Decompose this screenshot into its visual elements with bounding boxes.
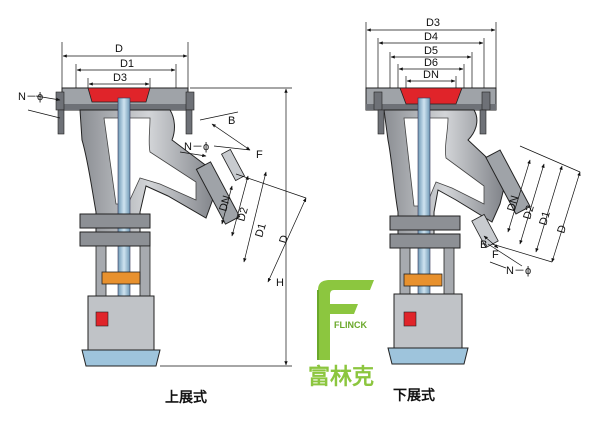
right-label-d4: D4	[424, 31, 438, 43]
left-label-n-phi: N－ϕ	[18, 91, 43, 103]
left-label-d: D	[115, 43, 123, 55]
right-orange-nut	[403, 273, 443, 287]
right-bonnet	[389, 215, 461, 231]
left-label-d1: D1	[120, 58, 134, 70]
left-seat	[87, 87, 151, 103]
left-label-h: H	[276, 277, 284, 289]
right-caption: 下展式	[393, 387, 435, 404]
right-label-d3: D3	[426, 17, 440, 29]
left-label-d1-diag: D1	[253, 222, 268, 239]
left-label-dn: DN	[217, 194, 233, 213]
right-label-n-phi: N－ϕ	[506, 265, 531, 277]
left-orange-nut	[101, 271, 141, 285]
right-label-d5: D5	[424, 45, 438, 57]
left-label-d2: D2	[235, 206, 250, 223]
right-label-d6: D6	[424, 57, 438, 69]
right-seat	[399, 87, 463, 105]
right-label-d-diag: D	[555, 224, 569, 235]
left-caption: 上展式	[165, 389, 207, 406]
left-label-d3: D3	[113, 72, 127, 84]
brand-logo: FLINCK 富林克	[308, 280, 374, 390]
logo-brand-text: 富林克	[308, 364, 374, 390]
right-valve: D3 D4 D5 D6 DN DN D2 D1 D B F N－ϕ 下展式	[365, 17, 581, 404]
left-bonnet	[79, 213, 151, 229]
logo-mark-icon	[318, 280, 374, 360]
left-label-n-phi-2: N－ϕ	[184, 141, 209, 153]
logo-mark-text: FLINCK	[334, 320, 367, 330]
left-valve: D D1 D3 N－ϕ B N－ϕ F DN D2 D1 D H 上展式	[18, 42, 307, 406]
right-label-d1-diag: D1	[537, 210, 552, 227]
right-label-d2-diag: D2	[521, 204, 536, 221]
right-label-dn: DN	[423, 69, 439, 81]
left-label-b: B	[228, 115, 235, 127]
right-label-dn-diag: DN	[505, 194, 521, 213]
right-label-b: B	[480, 239, 487, 251]
left-label-d-diag: D	[277, 234, 291, 245]
left-label-f: F	[256, 149, 263, 161]
right-label-f: F	[492, 249, 499, 261]
